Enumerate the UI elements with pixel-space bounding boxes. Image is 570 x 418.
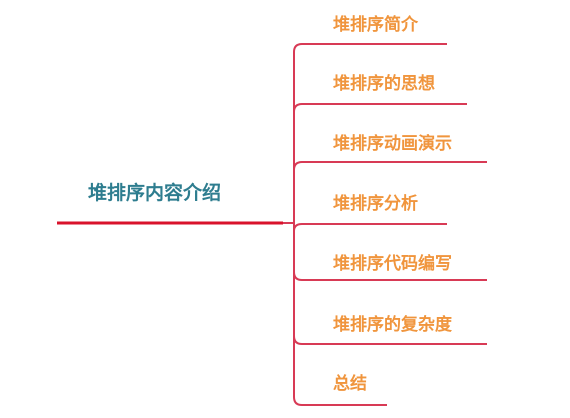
branch-connector-7 [293, 336, 322, 406]
branch-node-6: 堆排序的复杂度 [333, 315, 452, 335]
branch-connector-2 [293, 103, 322, 113]
branch-connector-1 [293, 43, 322, 223]
branch-node-7: 总结 [333, 374, 367, 394]
root-node-title: 堆排序内容介绍 [88, 182, 222, 204]
branch-node-5: 堆排序代码编写 [333, 254, 452, 274]
branch-connector-3 [293, 161, 322, 171]
branch-node-3: 堆排序动画演示 [333, 134, 452, 154]
branch-connector-6 [293, 272, 322, 345]
branch-connector-5 [293, 223, 322, 281]
branch-node-1: 堆排序简介 [333, 15, 418, 35]
branch-node-2: 堆排序的思想 [333, 74, 435, 94]
branch-node-4: 堆排序分析 [333, 194, 418, 214]
branch-connector-4 [293, 223, 322, 232]
